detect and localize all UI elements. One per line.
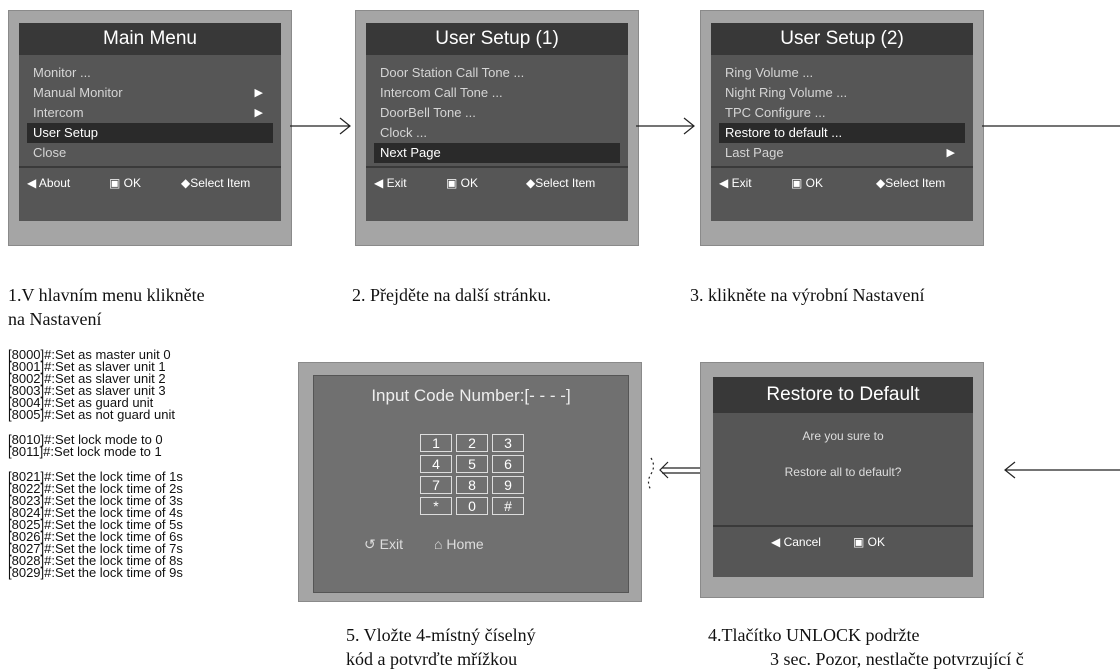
cancel-softkey[interactable]: ◀ Cancel [771,535,821,549]
main-menu-panel: Main Menu Monitor ... Manual Monitor▶ In… [19,23,281,221]
ok-softkey[interactable]: ▣ OK [853,535,886,549]
restore-default-title: Restore to Default [713,377,973,413]
exit-softkey[interactable]: ↺ Exit [364,536,403,552]
ok-softkey[interactable]: ▣ OK [791,176,824,190]
menu-item-intercom[interactable]: Intercom▶ [27,103,273,123]
key-5[interactable]: 5 [456,455,488,473]
key-0[interactable]: 0 [456,497,488,515]
user-setup-1-title: User Setup (1) [366,23,628,55]
chevron-right-icon: ▶ [254,87,263,99]
caption-step-4: 4.Tlačítko UNLOCK podržte 3 sec. Pozor, … [708,625,1024,669]
up-down-icon: ◆ [876,176,886,190]
menu-item-tpc-configure[interactable]: TPC Configure ... [725,105,826,120]
menu-item-manual-monitor[interactable]: Manual Monitor▶ [27,83,273,103]
key-hash[interactable]: # [492,497,524,515]
key-9[interactable]: 9 [492,476,524,494]
menu-item-door-station-call-tone[interactable]: Door Station Call Tone ... [380,65,525,80]
ok-icon: ▣ [109,176,124,190]
arrow-4-to-5-head [659,461,669,479]
triangle-left-icon: ◀ [374,176,387,190]
key-8[interactable]: 8 [456,476,488,494]
exit-softkey[interactable]: ◀ Exit [374,176,407,190]
up-down-icon: ◆ [526,176,536,190]
menu-item-close[interactable]: Close [33,145,67,160]
key-1[interactable]: 1 [420,434,452,452]
arrow-in-4-head [1004,461,1016,479]
caption-step-2: 2. Přejděte na další stránku. [352,285,551,305]
chevron-right-icon: ▶ [254,107,263,119]
menu-item-ring-volume[interactable]: Ring Volume ... [725,65,814,80]
user-setup-1-footer: ◀ Exit ▣ OK ◆Select Item [366,173,628,197]
key-2[interactable]: 2 [456,434,488,452]
ok-icon: ▣ [446,176,461,190]
main-menu-screen: Main Menu Monitor ... Manual Monitor▶ In… [8,10,292,246]
user-setup-2-footer: ◀ Exit ▣ OK ◆Select Item [711,173,973,197]
divider [711,166,973,168]
arrow-2-to-3-head [683,117,695,135]
divider [19,166,281,168]
menu-item-next-page[interactable]: Next Page [374,143,620,163]
menu-item-doorbell-tone[interactable]: DoorBell Tone ... [380,105,476,120]
return-icon: ↺ [364,536,380,552]
up-down-icon: ◆ [181,176,191,190]
ok-icon: ▣ [791,176,806,190]
arrow-4-to-5-tail [647,457,655,491]
select-item-softkey[interactable]: ◆Select Item [876,176,946,190]
ok-icon: ▣ [853,535,868,549]
user-setup-2-panel: User Setup (2) Ring Volume ... Night Rin… [711,23,973,221]
code-list: [8000]#:Set as master unit 0 [8001]#:Set… [8,347,183,580]
menu-item-night-ring-volume[interactable]: Night Ring Volume ... [725,85,848,100]
code-input-title: Input Code Number:[- - - -] [371,386,571,405]
menu-item-restore-to-default[interactable]: Restore to default ... [719,123,965,143]
triangle-left-icon: ◀ [719,176,732,190]
menu-item-last-page[interactable]: Last Page▶ [719,143,965,163]
restore-confirm-line-1: Are you sure to [802,429,884,443]
caption-step-5: 5. Vložte 4-místný číselný kód a potvrďt… [346,625,536,669]
menu-item-monitor[interactable]: Monitor ... [33,65,91,80]
main-menu-title: Main Menu [19,23,281,55]
chevron-right-icon: ▶ [946,147,955,159]
main-menu-footer: ◀ About ▣ OK ◆Select Item [19,173,281,197]
about-softkey[interactable]: ◀ About [27,176,71,190]
caption-step-3: 3. klikněte na výrobní Nastavení [690,285,925,305]
ok-softkey[interactable]: ▣ OK [446,176,479,190]
restore-default-panel: Restore to Default Are you sure to Resto… [713,377,973,577]
select-item-softkey[interactable]: ◆Select Item [526,176,596,190]
user-setup-2-screen: User Setup (2) Ring Volume ... Night Rin… [700,10,984,246]
user-setup-2-title: User Setup (2) [711,23,973,55]
ok-softkey[interactable]: ▣ OK [109,176,142,190]
menu-item-intercom-call-tone[interactable]: Intercom Call Tone ... [380,85,503,100]
key-star[interactable]: * [420,497,452,515]
arrow-1-to-2-head [339,117,351,135]
triangle-left-icon: ◀ [771,535,784,549]
code-input-panel: Input Code Number:[- - - -] 1 2 3 4 5 6 … [313,375,629,593]
home-softkey[interactable]: ⌂ Home [434,536,484,552]
caption-step-1: 1.V hlavním menu klikněte na Nastavení [8,285,205,329]
triangle-left-icon: ◀ [27,176,39,190]
restore-confirm-line-2: Restore all to default? [784,465,902,479]
key-7[interactable]: 7 [420,476,452,494]
key-4[interactable]: 4 [420,455,452,473]
menu-item-clock[interactable]: Clock ... [380,125,427,140]
user-setup-1-panel: User Setup (1) Door Station Call Tone ..… [366,23,628,221]
key-3[interactable]: 3 [492,434,524,452]
code-input-screen: Input Code Number:[- - - -] 1 2 3 4 5 6 … [298,362,642,602]
divider [713,525,973,527]
divider [366,166,628,168]
select-item-softkey[interactable]: ◆Select Item [181,176,251,190]
key-6[interactable]: 6 [492,455,524,473]
home-icon: ⌂ [434,536,447,552]
restore-default-screen: Restore to Default Are you sure to Resto… [700,362,984,598]
user-setup-1-screen: User Setup (1) Door Station Call Tone ..… [355,10,639,246]
exit-softkey[interactable]: ◀ Exit [719,176,752,190]
menu-item-user-setup[interactable]: User Setup [27,123,273,143]
